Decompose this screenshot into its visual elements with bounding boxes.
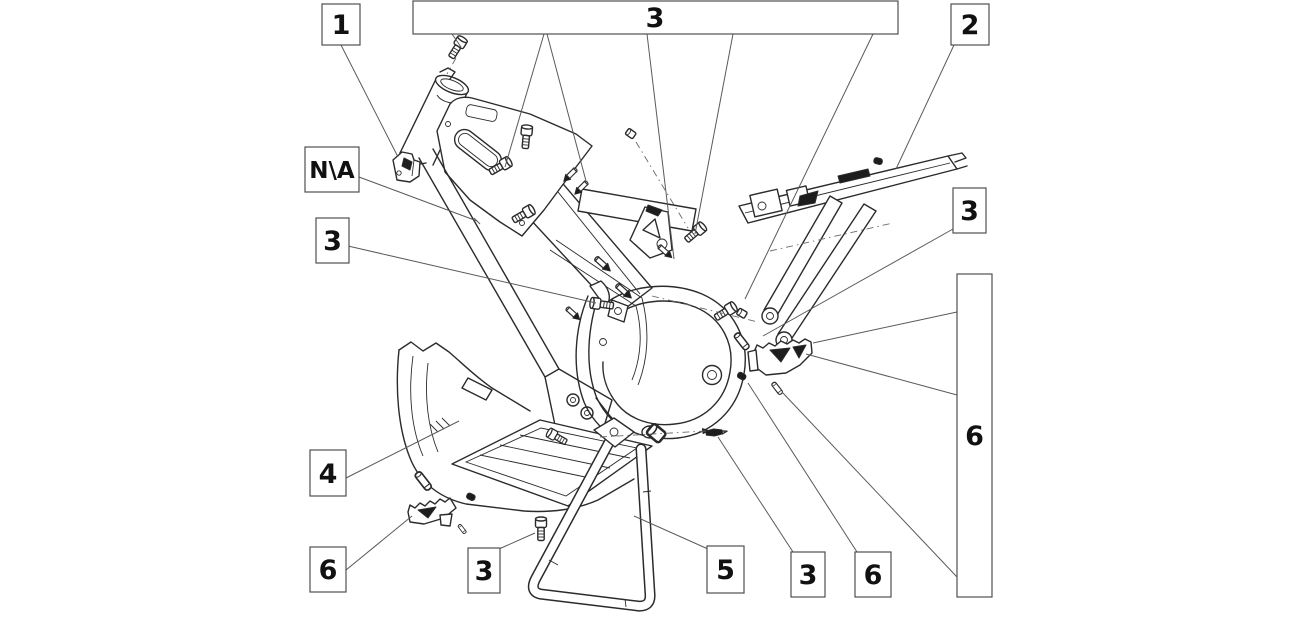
callout-3-top[interactable]: 3 bbox=[412, 0, 899, 35]
footpeg-left bbox=[407, 497, 457, 527]
stand bbox=[527, 417, 656, 612]
leader-3-right bbox=[762, 228, 954, 337]
callout-1-label: 1 bbox=[332, 10, 351, 41]
callout-3-bottom-left[interactable]: 3 bbox=[467, 547, 501, 594]
callout-6-right[interactable]: 6 bbox=[956, 273, 993, 598]
callout-3-bottom-right[interactable]: 3 bbox=[790, 551, 826, 598]
footpeg-right bbox=[747, 338, 813, 376]
bushing-footpeg-left bbox=[465, 491, 477, 502]
leader-3-top-b bbox=[504, 33, 545, 168]
leader-3-top-e bbox=[694, 33, 734, 235]
leader-4 bbox=[345, 420, 460, 479]
callout-1[interactable]: 1 bbox=[321, 3, 361, 46]
skid-plate bbox=[396, 341, 653, 513]
callout-3-left-label: 3 bbox=[323, 226, 342, 257]
leader-3-bottom-left bbox=[498, 532, 536, 550]
leader-3-top-d bbox=[646, 33, 675, 260]
callout-na[interactable]: N\A bbox=[304, 146, 360, 193]
callout-6-left[interactable]: 6 bbox=[309, 546, 347, 593]
leader-3-top-c bbox=[546, 33, 587, 182]
leader-na bbox=[358, 176, 478, 222]
spacer-top-tube bbox=[624, 127, 638, 140]
subframe bbox=[738, 152, 968, 349]
pin-footpeg-left-small bbox=[457, 523, 468, 535]
chain-guide-bracket bbox=[392, 151, 421, 183]
leader-1 bbox=[340, 44, 399, 158]
callout-3-right[interactable]: 3 bbox=[952, 187, 987, 234]
stand-clamp bbox=[593, 417, 635, 448]
callout-6-left-label: 6 bbox=[319, 555, 338, 586]
battery-tray bbox=[549, 239, 648, 386]
bushing-footpeg-right bbox=[736, 370, 748, 382]
leader-6-right-c bbox=[781, 391, 958, 578]
callouts: 1 3 2 N\A 3 3 6 4 bbox=[304, 0, 993, 598]
wing-bolt-stand bbox=[701, 424, 729, 439]
callout-6-bottom-right[interactable]: 6 bbox=[854, 551, 892, 598]
leader-3-top-a bbox=[451, 33, 462, 48]
callout-2-label: 2 bbox=[961, 10, 980, 41]
callout-6-right-label: 6 bbox=[965, 421, 984, 452]
bolt-head-tube bbox=[445, 33, 469, 61]
pin-footpeg-right bbox=[732, 330, 751, 352]
bolt-subframe-rail bbox=[872, 156, 884, 166]
callout-3-top-label: 3 bbox=[646, 3, 665, 34]
pin-footpeg-left bbox=[413, 469, 434, 493]
callout-3-bottom-right-label: 3 bbox=[799, 560, 818, 591]
assembly-axes bbox=[446, 57, 894, 438]
callout-4-label: 4 bbox=[319, 459, 338, 490]
main-frame bbox=[399, 67, 746, 441]
callout-5[interactable]: 5 bbox=[706, 545, 745, 594]
callout-6-bottom-right-label: 6 bbox=[864, 560, 883, 591]
leader-6-right-b bbox=[805, 353, 958, 396]
leader-2 bbox=[895, 44, 955, 170]
callout-3-right-label: 3 bbox=[960, 196, 979, 227]
callout-5-label: 5 bbox=[716, 555, 735, 586]
pin-footpeg-right-small bbox=[770, 380, 784, 396]
callout-2[interactable]: 2 bbox=[950, 3, 990, 46]
leader-6-right-a bbox=[812, 311, 958, 344]
callout-na-label: N\A bbox=[309, 158, 355, 184]
leader-3-left bbox=[347, 245, 597, 304]
leader-lines bbox=[340, 33, 958, 578]
leader-6-bottom-right bbox=[747, 382, 858, 553]
leader-6-left bbox=[345, 515, 413, 571]
callout-4[interactable]: 4 bbox=[309, 449, 347, 497]
leader-5 bbox=[633, 515, 709, 550]
callout-3-bottom-left-label: 3 bbox=[475, 556, 494, 587]
down-tube bbox=[418, 157, 546, 378]
leader-3-top-f bbox=[744, 33, 874, 300]
bolt-skid-plate bbox=[534, 516, 548, 542]
callout-3-left[interactable]: 3 bbox=[315, 217, 350, 264]
bolt-tray-3 bbox=[563, 304, 583, 323]
leader-3-bottom-right bbox=[717, 436, 794, 553]
